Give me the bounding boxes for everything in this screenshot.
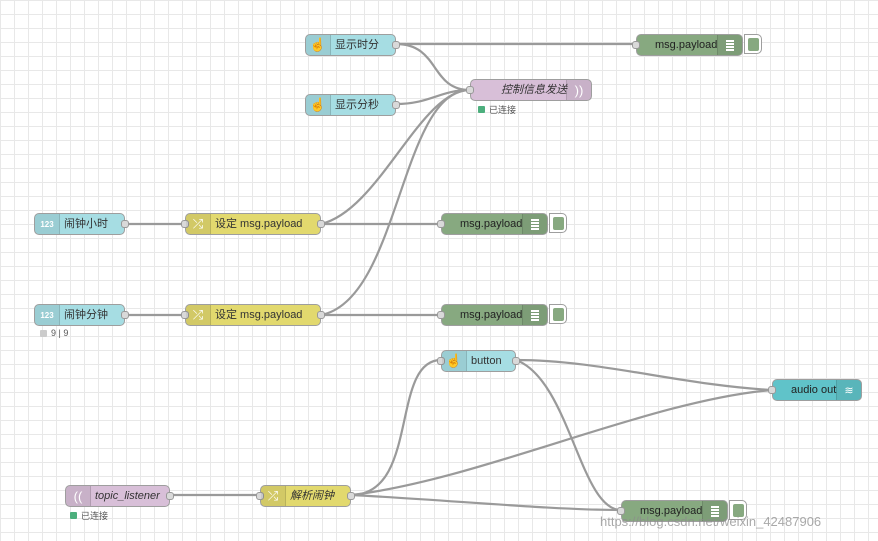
shuffle-icon: ⤮: [186, 214, 211, 234]
node-label: msg.payload: [655, 39, 718, 51]
wire: [515, 358, 773, 392]
input-port[interactable]: [437, 220, 445, 228]
debug-toggle-button[interactable]: [729, 500, 747, 520]
node-status-control-send: 已连接: [478, 103, 516, 116]
node-status-topic-listener: 已连接: [70, 509, 108, 522]
input-port[interactable]: [437, 311, 445, 319]
debug-toggle-button[interactable]: [549, 304, 567, 324]
status-text: 9 | 9: [51, 328, 69, 338]
wire: [350, 493, 622, 512]
input-port[interactable]: [632, 41, 640, 49]
wire: [350, 388, 773, 497]
debug-node-1[interactable]: msg.payload: [632, 34, 743, 56]
node-label: 解析闹钟: [290, 490, 334, 502]
node-label: 显示分秒: [335, 99, 379, 111]
inject-node-show-min-sec[interactable]: ☝ 显示分秒: [305, 94, 400, 116]
inject-node-show-hour-min[interactable]: ☝ 显示时分: [305, 34, 400, 56]
list-icon: [522, 305, 547, 325]
ui-button-node[interactable]: ☝ button: [437, 350, 520, 372]
number-123-icon: 123: [35, 305, 60, 325]
hand-pointer-icon: ☝: [306, 35, 331, 55]
input-port[interactable]: [181, 311, 189, 319]
node-label: button: [471, 355, 502, 367]
hand-pointer-icon: ☝: [306, 95, 331, 115]
output-port[interactable]: [166, 492, 174, 500]
debug-node-3[interactable]: msg.payload: [437, 304, 548, 326]
input-port[interactable]: [437, 357, 445, 365]
change-node-2[interactable]: ⤮ 设定 msg.payload: [181, 304, 325, 326]
status-dot: [70, 512, 77, 519]
mqtt-out-node-control-send[interactable]: 控制信息发送 )): [466, 79, 592, 101]
node-label: 设定 msg.payload: [215, 309, 303, 321]
node-label: 闹钟小时: [64, 218, 108, 230]
node-label: topic_listener: [95, 490, 160, 502]
shuffle-icon: ⤮: [186, 305, 211, 325]
output-port[interactable]: [121, 311, 129, 319]
list-icon: [702, 501, 727, 521]
node-label: audio out: [791, 384, 837, 396]
wire: [515, 358, 622, 512]
watermark-text: https://blog.csdn.net/weixin_42487906: [600, 514, 822, 529]
node-label: msg.payload: [640, 505, 703, 517]
input-port[interactable]: [256, 492, 264, 500]
mqtt-in-node-topic-listener[interactable]: (( topic_listener: [65, 485, 174, 507]
inject-node-alarm-hour[interactable]: 123 闹钟小时: [34, 213, 129, 235]
number-123-icon: 123: [35, 214, 60, 234]
broadcast-icon: )): [566, 80, 591, 100]
status-text: 已连接: [81, 511, 109, 521]
output-port[interactable]: [121, 220, 129, 228]
node-label: msg.payload: [460, 309, 523, 321]
input-port[interactable]: [466, 86, 474, 94]
output-port[interactable]: [317, 311, 325, 319]
output-port[interactable]: [392, 41, 400, 49]
node-label: 闹钟分钟: [64, 309, 108, 321]
node-status-alarm-min: 9 | 9: [40, 328, 68, 338]
wifi-icon: ≋: [836, 380, 861, 400]
status-dot: [478, 106, 485, 113]
input-port[interactable]: [768, 386, 776, 394]
broadcast-icon: ((: [66, 486, 91, 506]
list-icon: [717, 35, 742, 55]
node-label: 控制信息发送: [501, 84, 567, 96]
output-port[interactable]: [512, 357, 520, 365]
debug-node-2[interactable]: msg.payload: [437, 213, 548, 235]
node-label: 显示时分: [335, 39, 379, 51]
status-dot: [40, 329, 47, 337]
ui-audio-out-node[interactable]: audio out ≋: [768, 379, 862, 401]
change-node-1[interactable]: ⤮ 设定 msg.payload: [181, 213, 325, 235]
node-label: 设定 msg.payload: [215, 218, 303, 230]
wire: [395, 42, 471, 92]
debug-toggle-button[interactable]: [744, 34, 762, 54]
shuffle-icon: ⤮: [261, 486, 286, 506]
output-port[interactable]: [317, 220, 325, 228]
output-port[interactable]: [347, 492, 355, 500]
list-icon: [522, 214, 547, 234]
hand-pointer-icon: ☝: [442, 351, 467, 371]
status-text: 已连接: [489, 105, 517, 115]
wire: [350, 358, 442, 497]
input-port[interactable]: [181, 220, 189, 228]
debug-toggle-button[interactable]: [549, 213, 567, 233]
debug-node-4[interactable]: msg.payload: [617, 500, 728, 522]
wire: [320, 88, 471, 317]
inject-node-alarm-min[interactable]: 123 闹钟分钟: [34, 304, 129, 326]
output-port[interactable]: [392, 101, 400, 109]
node-label: msg.payload: [460, 218, 523, 230]
function-node-parse-alarm[interactable]: ⤮ 解析闹钟: [256, 485, 355, 507]
input-port[interactable]: [617, 507, 625, 515]
